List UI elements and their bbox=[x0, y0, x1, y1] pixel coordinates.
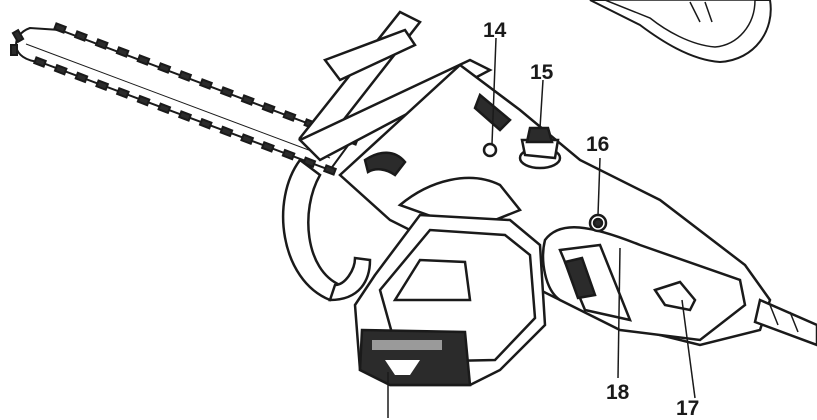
chain-link bbox=[52, 22, 68, 34]
chain-link bbox=[260, 140, 275, 153]
battery-pack bbox=[353, 213, 547, 387]
chain-link bbox=[53, 63, 68, 76]
chain-link bbox=[177, 110, 193, 122]
chain-link bbox=[198, 78, 214, 90]
callout-15: 15 bbox=[530, 61, 554, 84]
chain-link bbox=[115, 86, 130, 99]
saw-chain bbox=[10, 22, 360, 176]
chain-link bbox=[178, 70, 193, 82]
callout-18: 18 bbox=[606, 381, 630, 404]
chain-link bbox=[94, 38, 109, 50]
chain-link bbox=[10, 44, 18, 56]
oil-window bbox=[482, 142, 498, 158]
chain-link bbox=[136, 94, 151, 107]
chain-link bbox=[136, 54, 151, 66]
chain-link bbox=[281, 148, 296, 161]
power-cord bbox=[753, 298, 817, 347]
chain-link bbox=[322, 164, 338, 176]
chain-link bbox=[219, 125, 234, 138]
bar-cover-partial bbox=[589, 0, 772, 64]
chain-link bbox=[32, 56, 48, 68]
chain-link bbox=[282, 110, 297, 122]
chain-link bbox=[74, 71, 89, 84]
guide-bar bbox=[15, 26, 354, 172]
oil-tank-cap bbox=[518, 126, 562, 170]
chain-link bbox=[219, 86, 234, 98]
chain-link bbox=[157, 62, 172, 74]
callout-16: 16 bbox=[586, 133, 610, 156]
chain-link bbox=[95, 79, 110, 92]
callout-17: 17 bbox=[676, 397, 700, 420]
rear-handle bbox=[541, 226, 747, 342]
chain-link bbox=[11, 28, 25, 44]
leader-lines bbox=[387, 37, 696, 418]
lock-off-button bbox=[588, 213, 608, 233]
chain-link bbox=[157, 102, 172, 115]
chain-link bbox=[240, 94, 255, 106]
chain-link bbox=[261, 102, 276, 114]
chain-link bbox=[240, 133, 255, 146]
chain-link bbox=[198, 117, 213, 130]
chain-link bbox=[115, 46, 130, 58]
chain-link bbox=[73, 30, 88, 42]
callout-14: 14 bbox=[483, 19, 507, 42]
